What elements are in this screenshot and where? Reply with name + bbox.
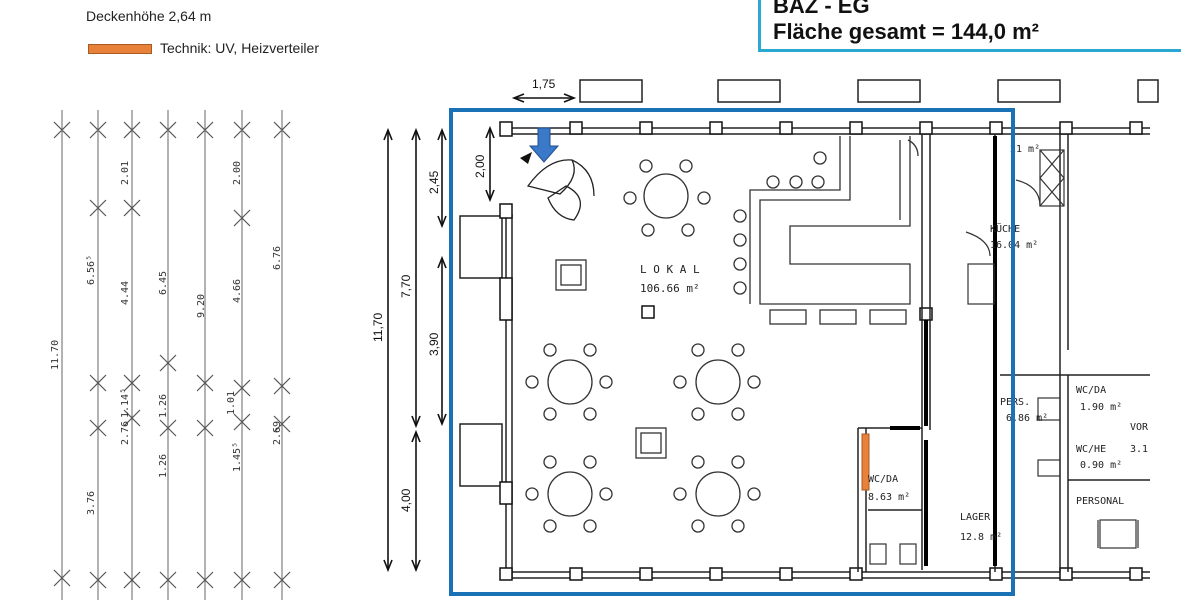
room-vor-name: VOR bbox=[1130, 422, 1149, 433]
height-dimension-lines bbox=[383, 93, 577, 573]
left-dim-6-45: 6.45 bbox=[158, 271, 169, 295]
room-wc-he-area: 0.90 m² bbox=[1080, 460, 1122, 471]
dining-tables bbox=[525, 159, 761, 533]
dim-2-45: 2,45 bbox=[427, 170, 441, 194]
left-dim-4-66: 4.66 bbox=[232, 279, 243, 303]
room-lokal-name: L O K A L bbox=[640, 263, 700, 276]
left-dim-2-00: 2.00 bbox=[232, 161, 243, 185]
dim-4-00: 4,00 bbox=[399, 488, 413, 512]
room-personal-name: PERSONAL bbox=[1076, 496, 1124, 507]
bold-walls bbox=[890, 136, 997, 566]
left-dim-6-76: 6.76 bbox=[272, 246, 283, 270]
left-dim-2-76: 2.76 bbox=[120, 421, 131, 445]
left-dim-1-26a: 1.26 bbox=[158, 394, 169, 418]
room-top-area: 21 m² bbox=[1010, 144, 1040, 155]
dim-7-70: 7,70 bbox=[399, 274, 413, 298]
room-lager-area: 12.8 m² bbox=[960, 532, 1002, 543]
room-lokal-area: 106.66 m² bbox=[640, 282, 700, 295]
left-dimension-ticks bbox=[53, 121, 291, 589]
room-pers-area: 6.86 m² bbox=[1006, 413, 1048, 424]
room-vor-area: 3.1 bbox=[1130, 444, 1148, 455]
tech-legend-swatch bbox=[88, 44, 152, 54]
dim-1-75: 1,75 bbox=[532, 77, 556, 91]
entrance-door bbox=[526, 159, 595, 221]
total-area-label: Fläche gesamt = 144,0 m² bbox=[773, 19, 1039, 44]
left-dim-1-01: 1.01 bbox=[226, 391, 237, 415]
left-dim-4-44: 4.44 bbox=[120, 281, 131, 305]
left-dimension-chains bbox=[61, 110, 283, 600]
dim-3-90: 3,90 bbox=[427, 332, 441, 356]
ceiling-height-label: Deckenhöhe 2,64 m bbox=[86, 8, 212, 24]
room-wc-da-name: WC/DA bbox=[868, 474, 898, 485]
left-dim-1-26b: 1.26 bbox=[158, 454, 169, 478]
room-wc-da-area: 8.63 m² bbox=[868, 492, 910, 503]
small-pointer-icon bbox=[520, 152, 532, 164]
plan-title: BAZ - EG bbox=[773, 0, 870, 18]
tech-legend-label: Technik: UV, Heizverteiler bbox=[160, 40, 319, 56]
selected-area-outline bbox=[449, 108, 1015, 596]
left-dim-3-76: 3.76 bbox=[86, 491, 97, 515]
room-wc-da2-area: 1.90 m² bbox=[1080, 402, 1122, 413]
bar-stools bbox=[733, 151, 907, 325]
room-wc-da2-name: WC/DA bbox=[1076, 385, 1106, 396]
exterior-walls bbox=[459, 79, 1159, 579]
side-room-fixtures bbox=[869, 149, 1139, 565]
left-dim-1-45: 1.45⁵ bbox=[232, 442, 243, 472]
left-dim-11-70: 11.70 bbox=[50, 340, 61, 370]
left-dim-2-69: 2.69 bbox=[272, 421, 283, 445]
dim-2-00: 2,00 bbox=[473, 154, 487, 178]
room-pers-name: PERS. bbox=[1000, 397, 1030, 408]
room-lager-name: LAGER bbox=[960, 512, 991, 523]
area-title-box: BAZ - EG Fläche gesamt = 144,0 m² bbox=[758, 0, 1181, 52]
left-dim-6-56: 6.56⁵ bbox=[86, 255, 97, 285]
entrance-arrow-icon bbox=[528, 127, 560, 163]
room-kuche-name: KÜCHE bbox=[990, 222, 1020, 235]
left-dim-9-20: 9.20 bbox=[196, 294, 207, 318]
bar-counter bbox=[749, 136, 919, 305]
left-dim-1-14: 1.14⁵ bbox=[120, 388, 131, 418]
left-dim-2-01: 2.01 bbox=[120, 161, 131, 185]
room-wc-he-name: WC/HE bbox=[1076, 444, 1106, 455]
technik-marker bbox=[861, 433, 870, 491]
dim-11-70: 11,70 bbox=[371, 313, 385, 342]
